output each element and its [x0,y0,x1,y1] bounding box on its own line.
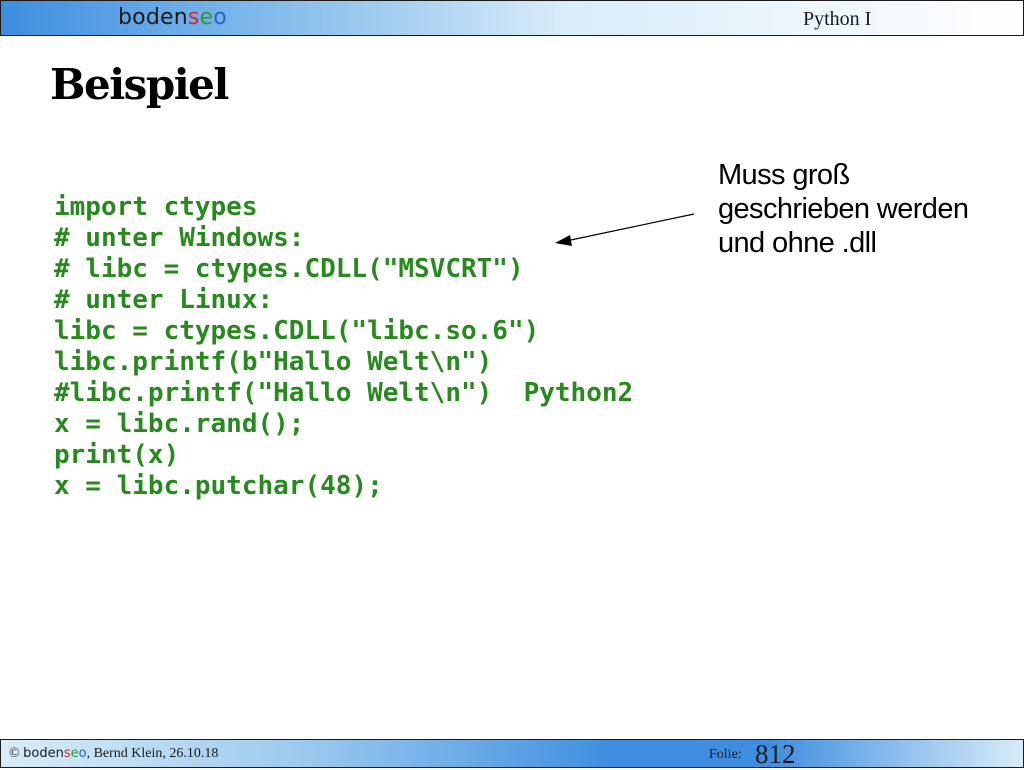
code-block: import ctypes # unter Windows: # libc = … [54,192,633,502]
code-line: # unter Linux: [54,285,274,315]
code-line: # unter Windows: [54,223,305,253]
footer-bar: © bodenseo, Bernd Klein, 26.10.18 Folie:… [0,739,1024,769]
folio-number: 812 [755,739,796,769]
annotation-line: geschrieben werden [718,193,969,225]
header-bar: bodenseo Python I [0,0,1024,36]
code-line: libc.printf(b"Hallo Welt\n") [54,347,493,377]
code-line: x = libc.rand(); [54,409,305,439]
code-line: #libc.printf("Hallo Welt\n") Python2 [54,378,634,408]
course-title: Python I [803,8,872,30]
footer-logo: bodenseo [23,746,87,761]
arrow-shaft [565,213,695,242]
code-line: libc = ctypes.CDLL("libc.so.6") [54,316,540,346]
slide-title: Beispiel [50,60,229,109]
arrow-head [555,235,572,246]
code-line: print(x) [54,440,180,470]
bodenseo-logo: bodenseo [118,5,227,30]
annotation-line: und ohne .dll [718,227,877,259]
footer-credit: © bodenseo, Bernd Klein, 26.10.18 [9,746,219,761]
annotation-line: Muss groß [718,159,850,191]
code-line: # libc = ctypes.CDLL("MSVCRT") [54,254,524,284]
code-line: x = libc.putchar(48); [54,471,383,501]
folio-label: Folie: [709,747,742,762]
annotation-text: Muss groß geschrieben werden und ohne .d… [718,158,969,260]
code-line: import ctypes [54,192,258,222]
